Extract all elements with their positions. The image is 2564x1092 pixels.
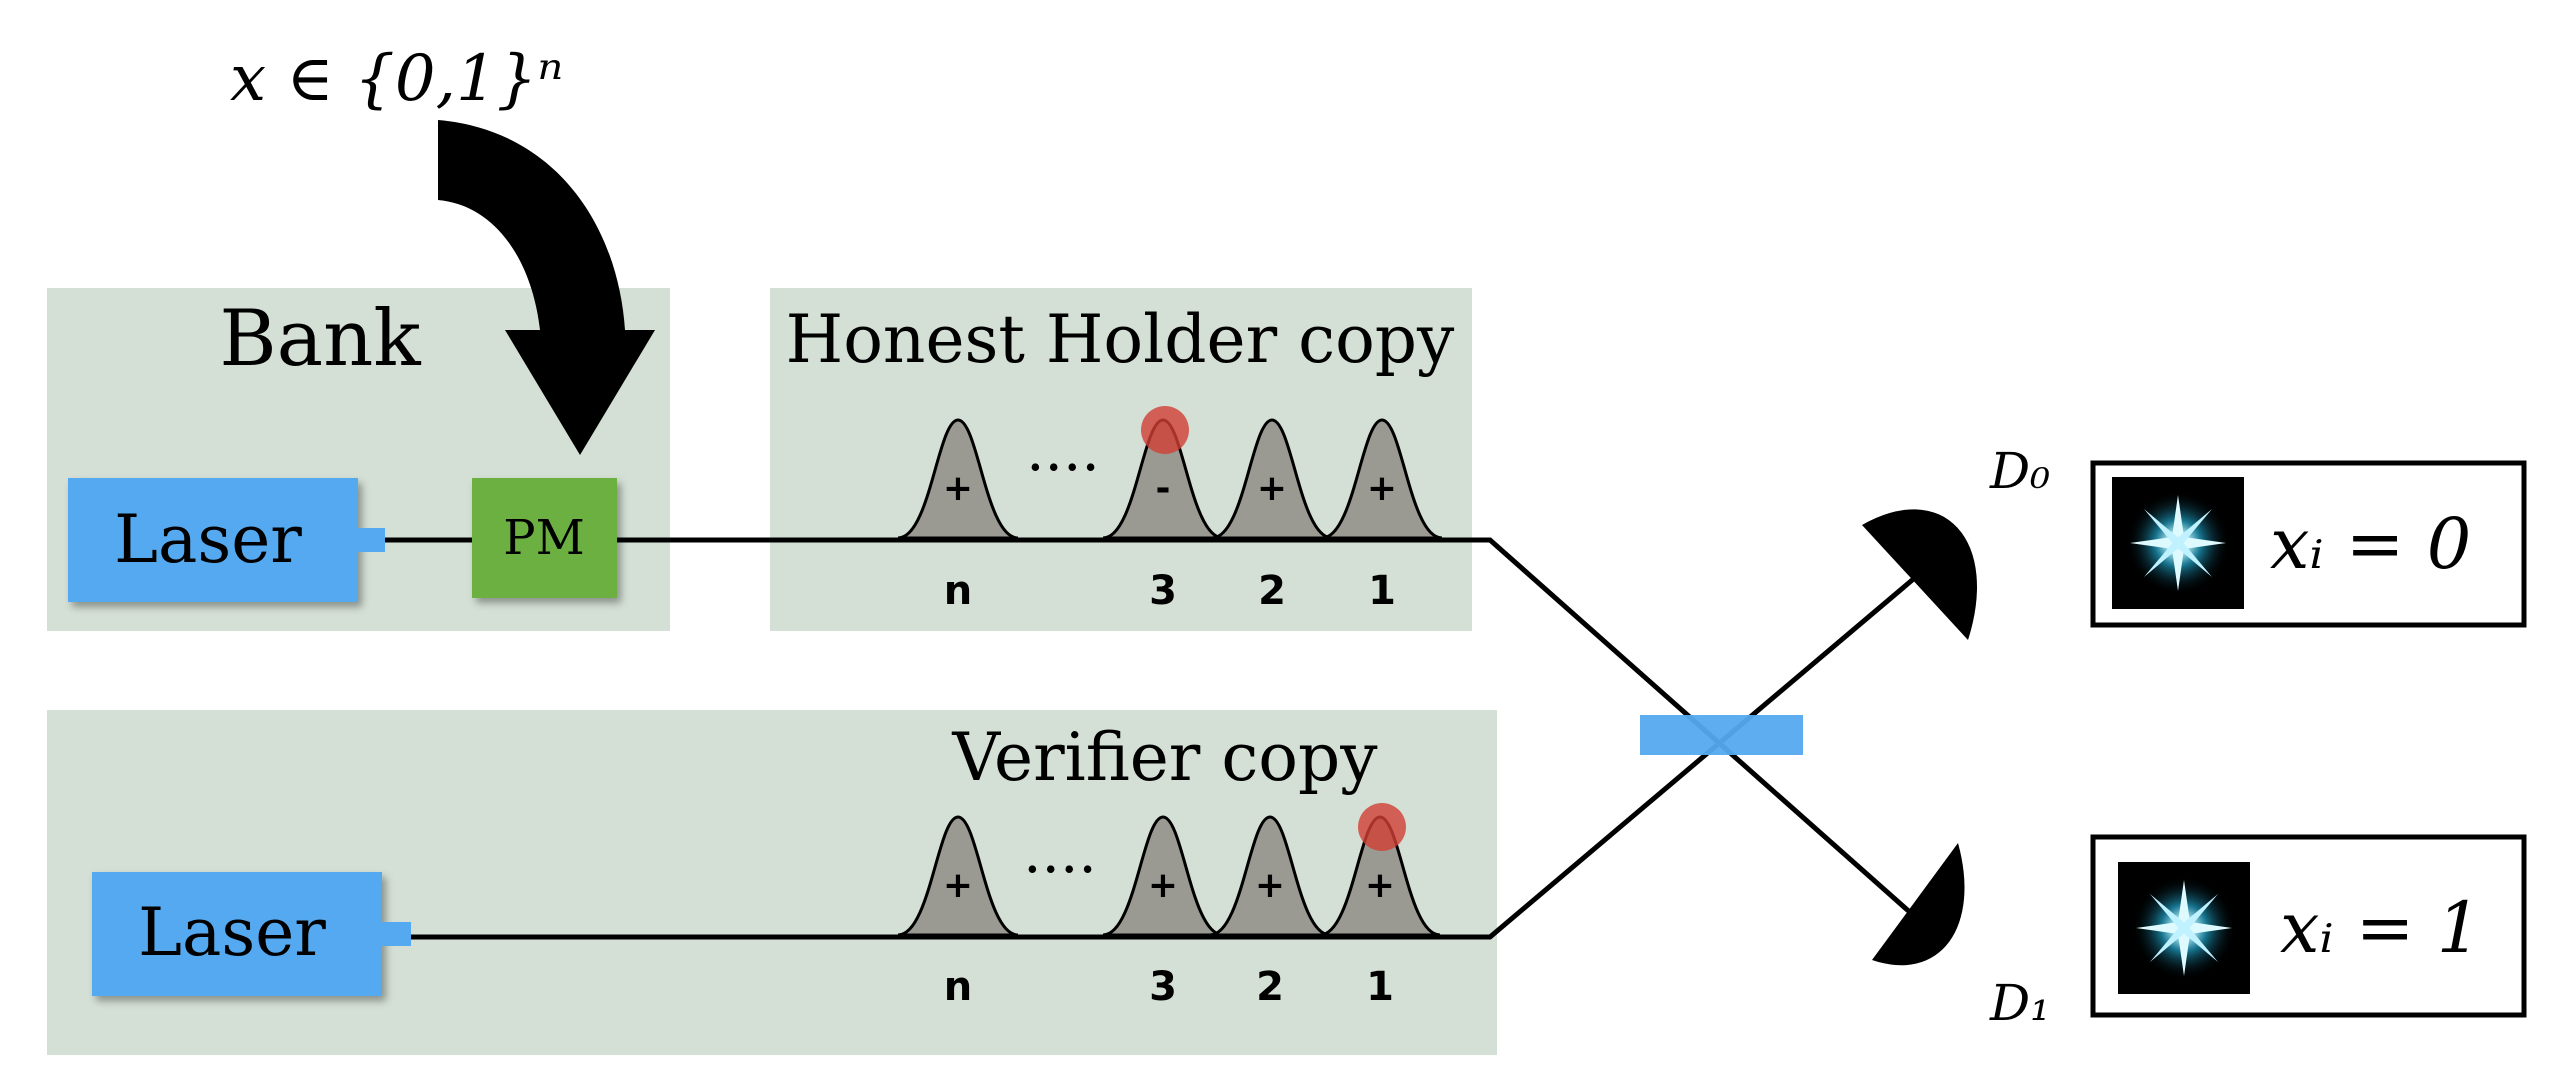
verifier-pulse-index-n: n xyxy=(944,964,972,1010)
beam-splitter xyxy=(1640,715,1803,755)
verifier-pulse-train: +n+3+2+1 xyxy=(897,803,1441,1010)
holder-pulse-train: +n-3+2+1 xyxy=(897,406,1443,614)
holder-title: Honest Holder copy xyxy=(786,301,1455,378)
holder-pulse-sign-n: + xyxy=(943,468,973,509)
verifier-pulse-index-3: 3 xyxy=(1149,964,1177,1010)
verifier-laser-label: Laser xyxy=(138,894,326,971)
detector-d0-label: D₀ xyxy=(1989,442,2050,500)
verifier-title: Verifier copy xyxy=(951,719,1378,796)
holder-pulse-marker-3 xyxy=(1141,406,1189,454)
holder-pulse-shape-n xyxy=(897,418,1019,540)
verifier-pulse-2: +2 xyxy=(1209,815,1331,1010)
holder-pulse-n: +n xyxy=(897,418,1019,614)
verifier-pulse-n: +n xyxy=(897,815,1019,1010)
holder-pulse-3: -3 xyxy=(1102,406,1224,614)
holder-panel xyxy=(770,288,1472,631)
holder-fiber xyxy=(617,537,1932,932)
verifier-pulse-sign-2: + xyxy=(1255,865,1285,906)
verifier-pulse-1: +1 xyxy=(1319,803,1441,1010)
verifier-pulse-sign-n: + xyxy=(943,865,973,906)
verifier-pulse-3: +3 xyxy=(1102,815,1224,1010)
outcome-box-0: xᵢ = 0 xyxy=(2090,460,2527,628)
verifier-pulse-shape-2 xyxy=(1209,815,1331,937)
verifier-pulse-index-1: 1 xyxy=(1366,964,1394,1010)
bank-title: Bank xyxy=(219,294,421,384)
bank-laser: Laser xyxy=(68,478,385,602)
holder-pulse-sign-1: + xyxy=(1367,468,1397,509)
verifier-fiber xyxy=(410,563,1932,940)
verifier-ellipsis: .... xyxy=(1023,818,1097,886)
phase-modulator: PM xyxy=(472,478,617,598)
verifier-laser: Laser xyxy=(92,872,411,996)
detector-d0 xyxy=(1862,509,1978,640)
holder-pulse-1: +1 xyxy=(1321,418,1443,614)
input-arrow xyxy=(438,120,655,455)
verifier-pulse-shape-n xyxy=(897,815,1019,937)
holder-pulse-sign-2: + xyxy=(1257,468,1287,509)
detector-d1-label: D₁ xyxy=(1989,974,2050,1032)
verifier-pulse-index-2: 2 xyxy=(1256,964,1284,1010)
holder-pulse-index-2: 2 xyxy=(1258,568,1286,614)
detector-d1 xyxy=(1872,843,1965,966)
verifier-pulse-marker-1 xyxy=(1358,803,1406,851)
verifier-pulse-sign-3: + xyxy=(1148,865,1178,906)
bank-laser-label: Laser xyxy=(114,501,302,578)
outcome-box-1: xᵢ = 1 xyxy=(2090,834,2527,1018)
holder-pulse-shape-2 xyxy=(1211,418,1333,540)
verifier-pulse-sign-1: + xyxy=(1365,865,1395,906)
input-label: x ∈ {0,1}ⁿ xyxy=(230,42,563,116)
phase-modulator-label: PM xyxy=(503,510,584,566)
outcome-label-0: xᵢ = 0 xyxy=(2270,503,2471,585)
verifier-pulse-shape-3 xyxy=(1102,815,1224,937)
holder-pulse-index-n: n xyxy=(944,568,972,614)
holder-pulse-shape-1 xyxy=(1321,418,1443,540)
outcome-label-1: xᵢ = 1 xyxy=(2280,887,2481,969)
holder-pulse-2: +2 xyxy=(1211,418,1333,614)
holder-pulse-sign-3: - xyxy=(1156,468,1171,509)
holder-ellipsis: .... xyxy=(1026,416,1100,484)
holder-pulse-index-3: 3 xyxy=(1149,568,1177,614)
holder-pulse-index-1: 1 xyxy=(1368,568,1396,614)
